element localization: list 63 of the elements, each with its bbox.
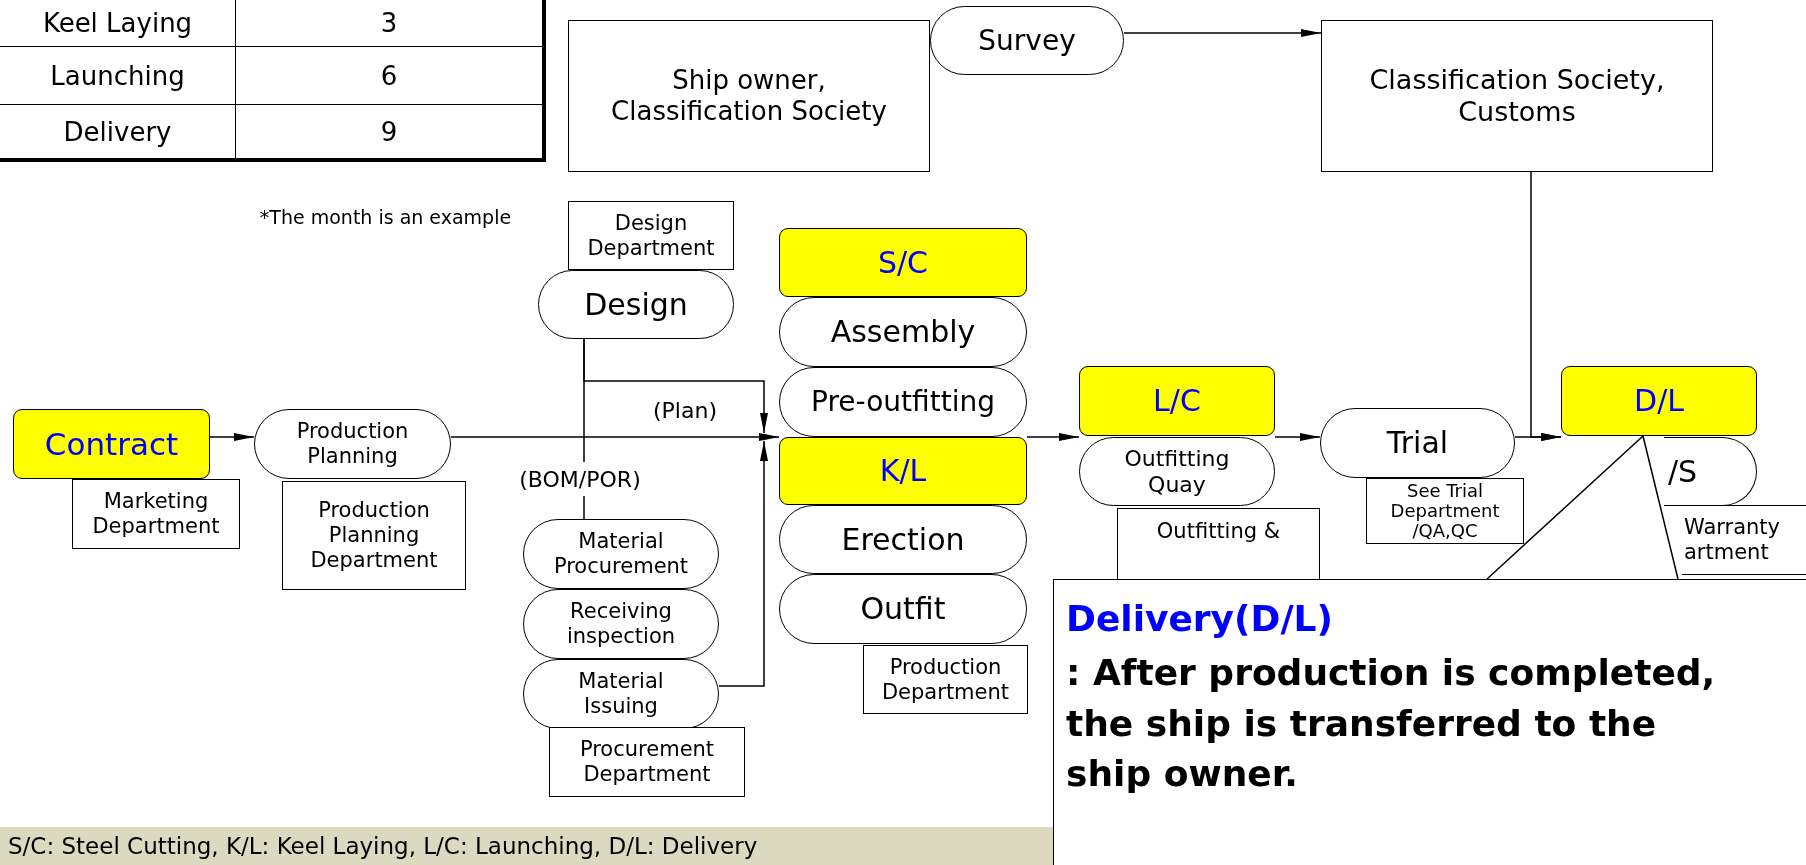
node-label: Warranty artment [1684,515,1782,565]
node-label: Material Procurement [552,529,690,579]
table-cell: 3 [236,0,546,47]
milestone-box [1561,366,1757,436]
milestone-box [13,409,210,479]
node-label: D/L [1634,383,1684,419]
node-label: Outfitting Quay [1123,445,1231,498]
milestone-box [1079,366,1275,436]
callout-pointer [1486,435,1679,580]
milestone-box [779,228,1027,297]
callout-title: Delivery(D/L) [1066,597,1333,641]
node-label: See Trial Department /QA,QC [1389,480,1501,542]
department-box [1682,505,1806,575]
node-label: Production Planning [295,419,410,469]
abbreviation-bar: S/C: Steel Cutting, K/L: Keel Laying, L/C: Launching, D/L: Delivery [0,827,1053,865]
node-label: Material Issuing [577,669,665,719]
node-label: Design [584,286,688,323]
table-cell: Launching [0,47,236,105]
department-box [72,479,240,549]
department-box [863,645,1028,714]
entity-box [568,20,930,172]
arrow [1274,433,1321,441]
node-label: Classification Society, Customs [1368,64,1666,128]
node-label: Outfit [860,591,946,627]
node-label: Marketing Department [91,489,221,539]
note-text: *The month is an example [258,205,513,230]
table-cell: Delivery [0,105,236,162]
arrow [1514,433,1562,441]
node-label: /S [1668,453,1698,490]
node-label: Procurement Department [578,737,716,787]
node-label: Receiving inspection [565,599,677,649]
department-box [568,201,734,270]
callout-box [1053,579,1806,865]
arrow [209,433,255,441]
node-label: L/C [1153,383,1201,419]
process-step [930,6,1124,75]
node-label: Production Planning Department [309,498,439,573]
arrow [1026,433,1080,441]
node-label: K/L [879,453,927,489]
department-box [282,481,466,590]
node-label: Production Department [880,654,1011,705]
node-label: Assembly [830,314,976,350]
node-label: Design Department [586,210,716,261]
node-label: Trial [1386,425,1449,461]
department-box [1366,478,1524,544]
department-box [549,727,745,797]
table-cell: Keel Laying [0,0,236,47]
node-label: S/C [877,244,929,281]
arrow [1123,29,1322,37]
node-label: Pre-outfitting [811,385,995,419]
arrow [450,433,780,441]
table-cell: 6 [236,47,546,105]
table-cell: 9 [236,105,546,162]
node-label: Outfitting & [1156,519,1281,544]
department-box [1117,508,1320,579]
entity-box [1321,20,1713,172]
arrow [718,440,768,687]
node-label: Contract [44,425,179,463]
callout-text: : After production is completed, the ship is transferred to the ship owner. [1066,651,1717,797]
node-label: Erection [841,521,965,558]
milestone-box [779,437,1027,505]
node-label: Ship owner, Classification Society [610,65,888,127]
node-label: Survey [978,24,1076,57]
